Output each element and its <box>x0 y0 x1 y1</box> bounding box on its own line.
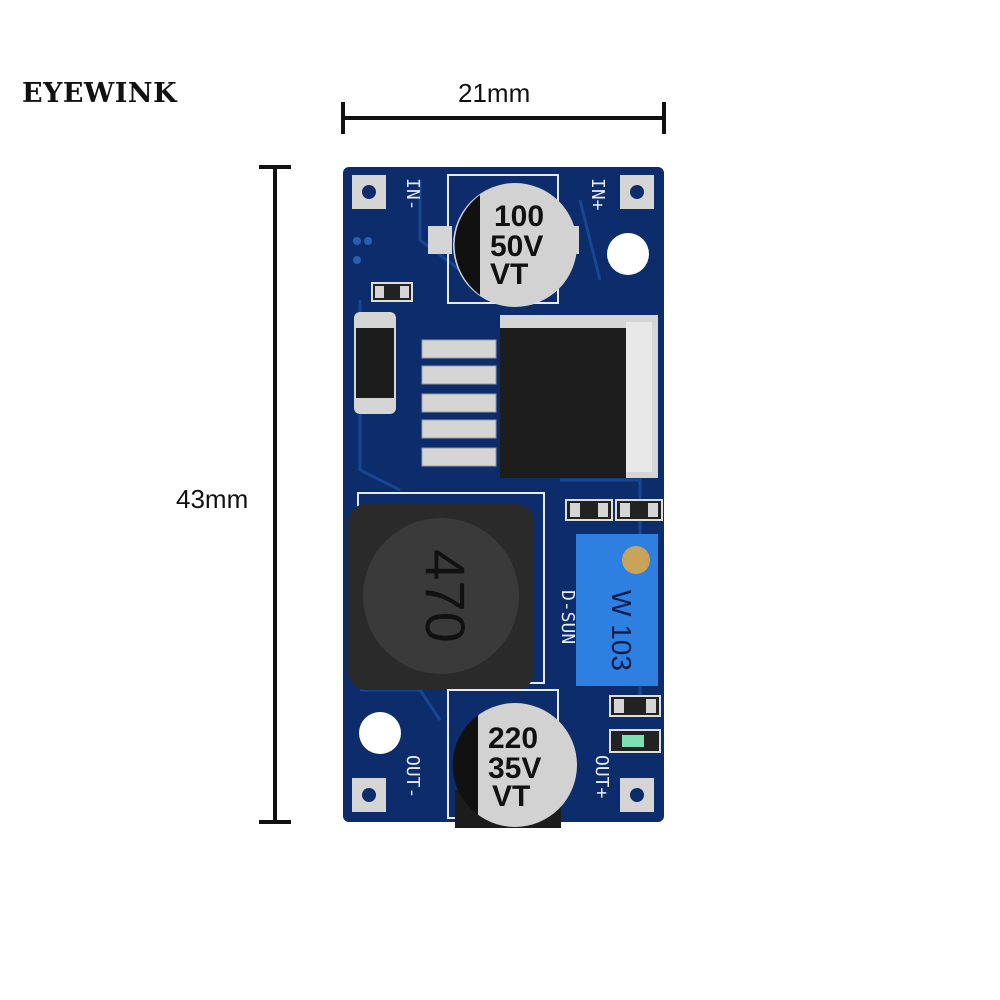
mounting-hole-top <box>607 233 649 275</box>
input-cap-series: VT <box>490 258 528 291</box>
smd-resistor-2 <box>565 499 613 521</box>
input-cap-voltage: 50V <box>490 230 543 263</box>
output-cap-value: 220 <box>488 722 538 755</box>
diode <box>354 312 396 414</box>
inductor-marking: 470 <box>414 549 477 642</box>
output-minus-pad[interactable] <box>352 778 386 812</box>
input-plus-pad[interactable] <box>620 175 654 209</box>
status-led <box>609 729 661 753</box>
mounting-hole-bottom <box>359 712 401 754</box>
adjustment-potentiometer[interactable]: W 103 <box>576 534 658 686</box>
smd-resistor-4 <box>609 695 661 717</box>
output-capacitor: 220 35V VT <box>447 689 577 828</box>
input-capacitor: 100 50V VT <box>428 174 579 307</box>
silk-in-minus: IN- <box>402 178 423 211</box>
smd-resistor-1 <box>371 282 413 302</box>
input-minus-pad[interactable] <box>352 175 386 209</box>
brand-logo: EYEWINK <box>22 78 178 109</box>
silk-out-plus: OUT+ <box>591 755 612 799</box>
silk-in-plus: IN+ <box>587 178 608 211</box>
output-cap-series: VT <box>492 780 530 813</box>
silk-maker: D-SUN <box>557 590 578 644</box>
regulator-ic <box>421 315 658 478</box>
silk-out-minus: OUT- <box>402 755 423 798</box>
output-cap-voltage: 35V <box>488 752 541 785</box>
inductor: 470 <box>348 492 545 690</box>
potentiometer-marking: W 103 <box>606 590 637 671</box>
width-dimension-line <box>341 102 666 134</box>
height-dimension-line <box>259 165 291 824</box>
output-plus-pad[interactable] <box>620 778 654 812</box>
width-dimension-label: 21mm <box>458 78 531 108</box>
input-cap-value: 100 <box>494 200 544 233</box>
smd-resistor-3 <box>615 499 663 521</box>
height-dimension-label: 43mm <box>176 484 249 514</box>
